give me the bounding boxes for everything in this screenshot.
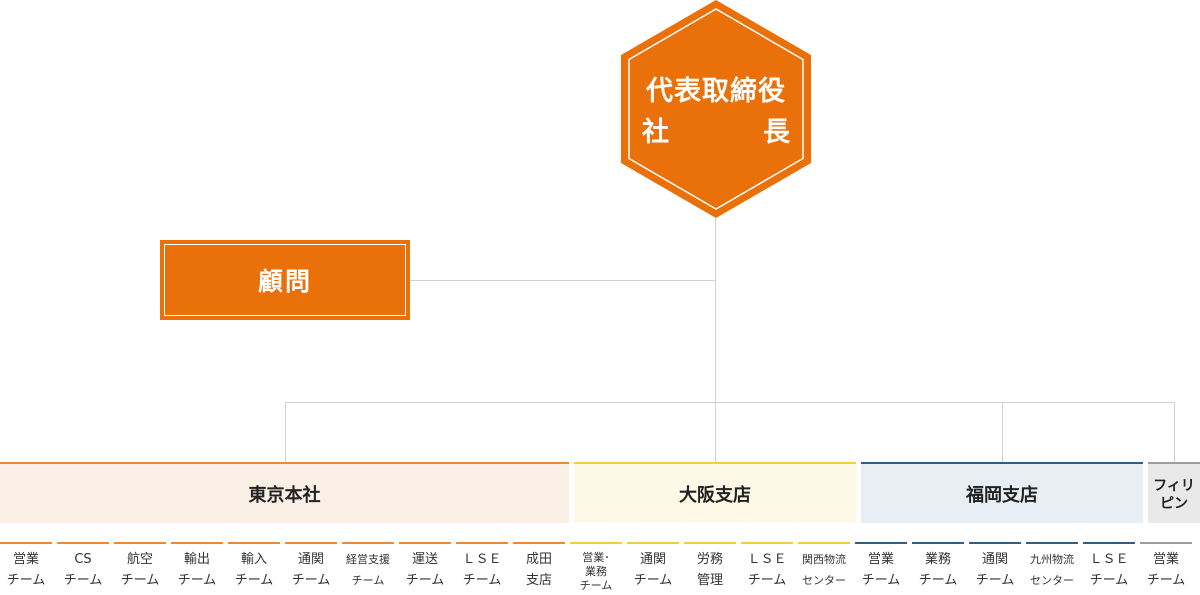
team-label-line: センター [1030, 573, 1074, 587]
team-label-line: 業務 [585, 564, 607, 578]
branch-philippines-line1: フィリ [1153, 477, 1195, 494]
team-fukuoka-1: 営業チーム [855, 542, 907, 595]
team-label-line: チーム [120, 572, 160, 588]
team-label-line: チーム [462, 572, 502, 588]
team-tokyo-7: 経営支援チーム [342, 542, 394, 595]
branch-osaka: 大阪支店 [574, 462, 856, 523]
team-label-line: 通関 [981, 551, 1008, 567]
team-label-line: チーム [633, 572, 673, 588]
team-label-line: 経営支援 [346, 552, 390, 566]
team-tokyo-4: 輸出チーム [171, 542, 223, 595]
team-label-line: 営業･ [582, 550, 610, 564]
team-label-line: チーム [579, 578, 613, 592]
team-label-line: 営業 [1152, 551, 1179, 567]
team-label-line: チーム [918, 572, 958, 588]
team-label-line: チーム [975, 572, 1015, 588]
branch-philippines: フィリ ピン [1148, 462, 1200, 523]
team-label-line: 成田 [525, 551, 552, 567]
team-label-line: チーム [177, 572, 217, 588]
team-label-line: 労務 [696, 551, 723, 567]
branch-tokyo: 東京本社 [0, 462, 569, 523]
team-tokyo-1: 営業チーム [0, 542, 52, 595]
team-label-line: 輸入 [240, 551, 267, 567]
team-label-line: チーム [747, 572, 787, 588]
team-fukuoka-4: 九州物流センター [1026, 542, 1078, 595]
team-philippines-1: 営業チーム [1140, 542, 1192, 595]
team-label-line: チーム [1146, 572, 1186, 588]
team-label-line: チーム [6, 572, 46, 588]
team-osaka-5: 関西物流センター [798, 542, 850, 595]
team-fukuoka-3: 通関チーム [969, 542, 1021, 595]
team-osaka-2: 通関チーム [627, 542, 679, 595]
team-tokyo-5: 輸入チーム [228, 542, 280, 595]
team-label-line: 通関 [639, 551, 666, 567]
ceo-hexagon [621, 0, 811, 218]
team-osaka-4: ＬＳＥ チーム [741, 542, 793, 595]
team-fukuoka-2: 業務チーム [912, 542, 964, 595]
team-label-line: チーム [63, 572, 103, 588]
branch-fukuoka: 福岡支店 [861, 462, 1143, 523]
advisor-box: 顧問 [160, 240, 410, 320]
team-tokyo-10: 成田支店 [513, 542, 565, 595]
team-label-line: ＬＳＥ [462, 551, 502, 567]
ceo-title: 代表取締役 [646, 76, 786, 107]
ceo-role-right: 長 [763, 117, 791, 148]
team-tokyo-3: 航空チーム [114, 542, 166, 595]
team-label-line: 運送 [411, 551, 438, 567]
team-tokyo-9: ＬＳＥ チーム [456, 542, 508, 595]
team-label-line: 通関 [297, 551, 324, 567]
advisor-label: 顧問 [164, 244, 406, 316]
team-label-line: 航空 [126, 551, 153, 567]
ceo-role-left: 社 [642, 117, 670, 148]
team-label-line: チーム [405, 572, 445, 588]
team-label-line: チーム [234, 572, 274, 588]
ceo-hexagon-inner-border [628, 8, 804, 210]
team-label-line: 業務 [924, 551, 951, 567]
team-label-line: チーム [1089, 572, 1129, 588]
team-label-line: 営業 [12, 551, 39, 567]
team-label-line: 営業 [867, 551, 894, 567]
team-fukuoka-5: ＬＳＥ チーム [1083, 542, 1135, 595]
team-label-line: ＬＳＥ [1089, 551, 1129, 567]
team-label-line: CS [74, 551, 92, 567]
branch-philippines-line2: ピン [1160, 495, 1188, 512]
team-label-line: チーム [351, 573, 385, 587]
team-tokyo-2: CS チーム [57, 542, 109, 595]
team-label-line: 輸出 [183, 551, 210, 567]
team-label-line: 管理 [696, 572, 723, 588]
team-label-line: 支店 [525, 572, 552, 588]
team-label-line: センター [802, 573, 846, 587]
team-label-line: 関西物流 [802, 552, 846, 566]
team-tokyo-6: 通関チーム [285, 542, 337, 595]
team-label-line: ＬＳＥ [747, 551, 787, 567]
team-osaka-1: 営業･業務チーム [570, 542, 622, 595]
team-tokyo-8: 運送チーム [399, 542, 451, 595]
team-label-line: チーム [291, 572, 331, 588]
team-label-line: チーム [861, 572, 901, 588]
team-osaka-3: 労務管理 [684, 542, 736, 595]
team-label-line: 九州物流 [1030, 552, 1074, 566]
